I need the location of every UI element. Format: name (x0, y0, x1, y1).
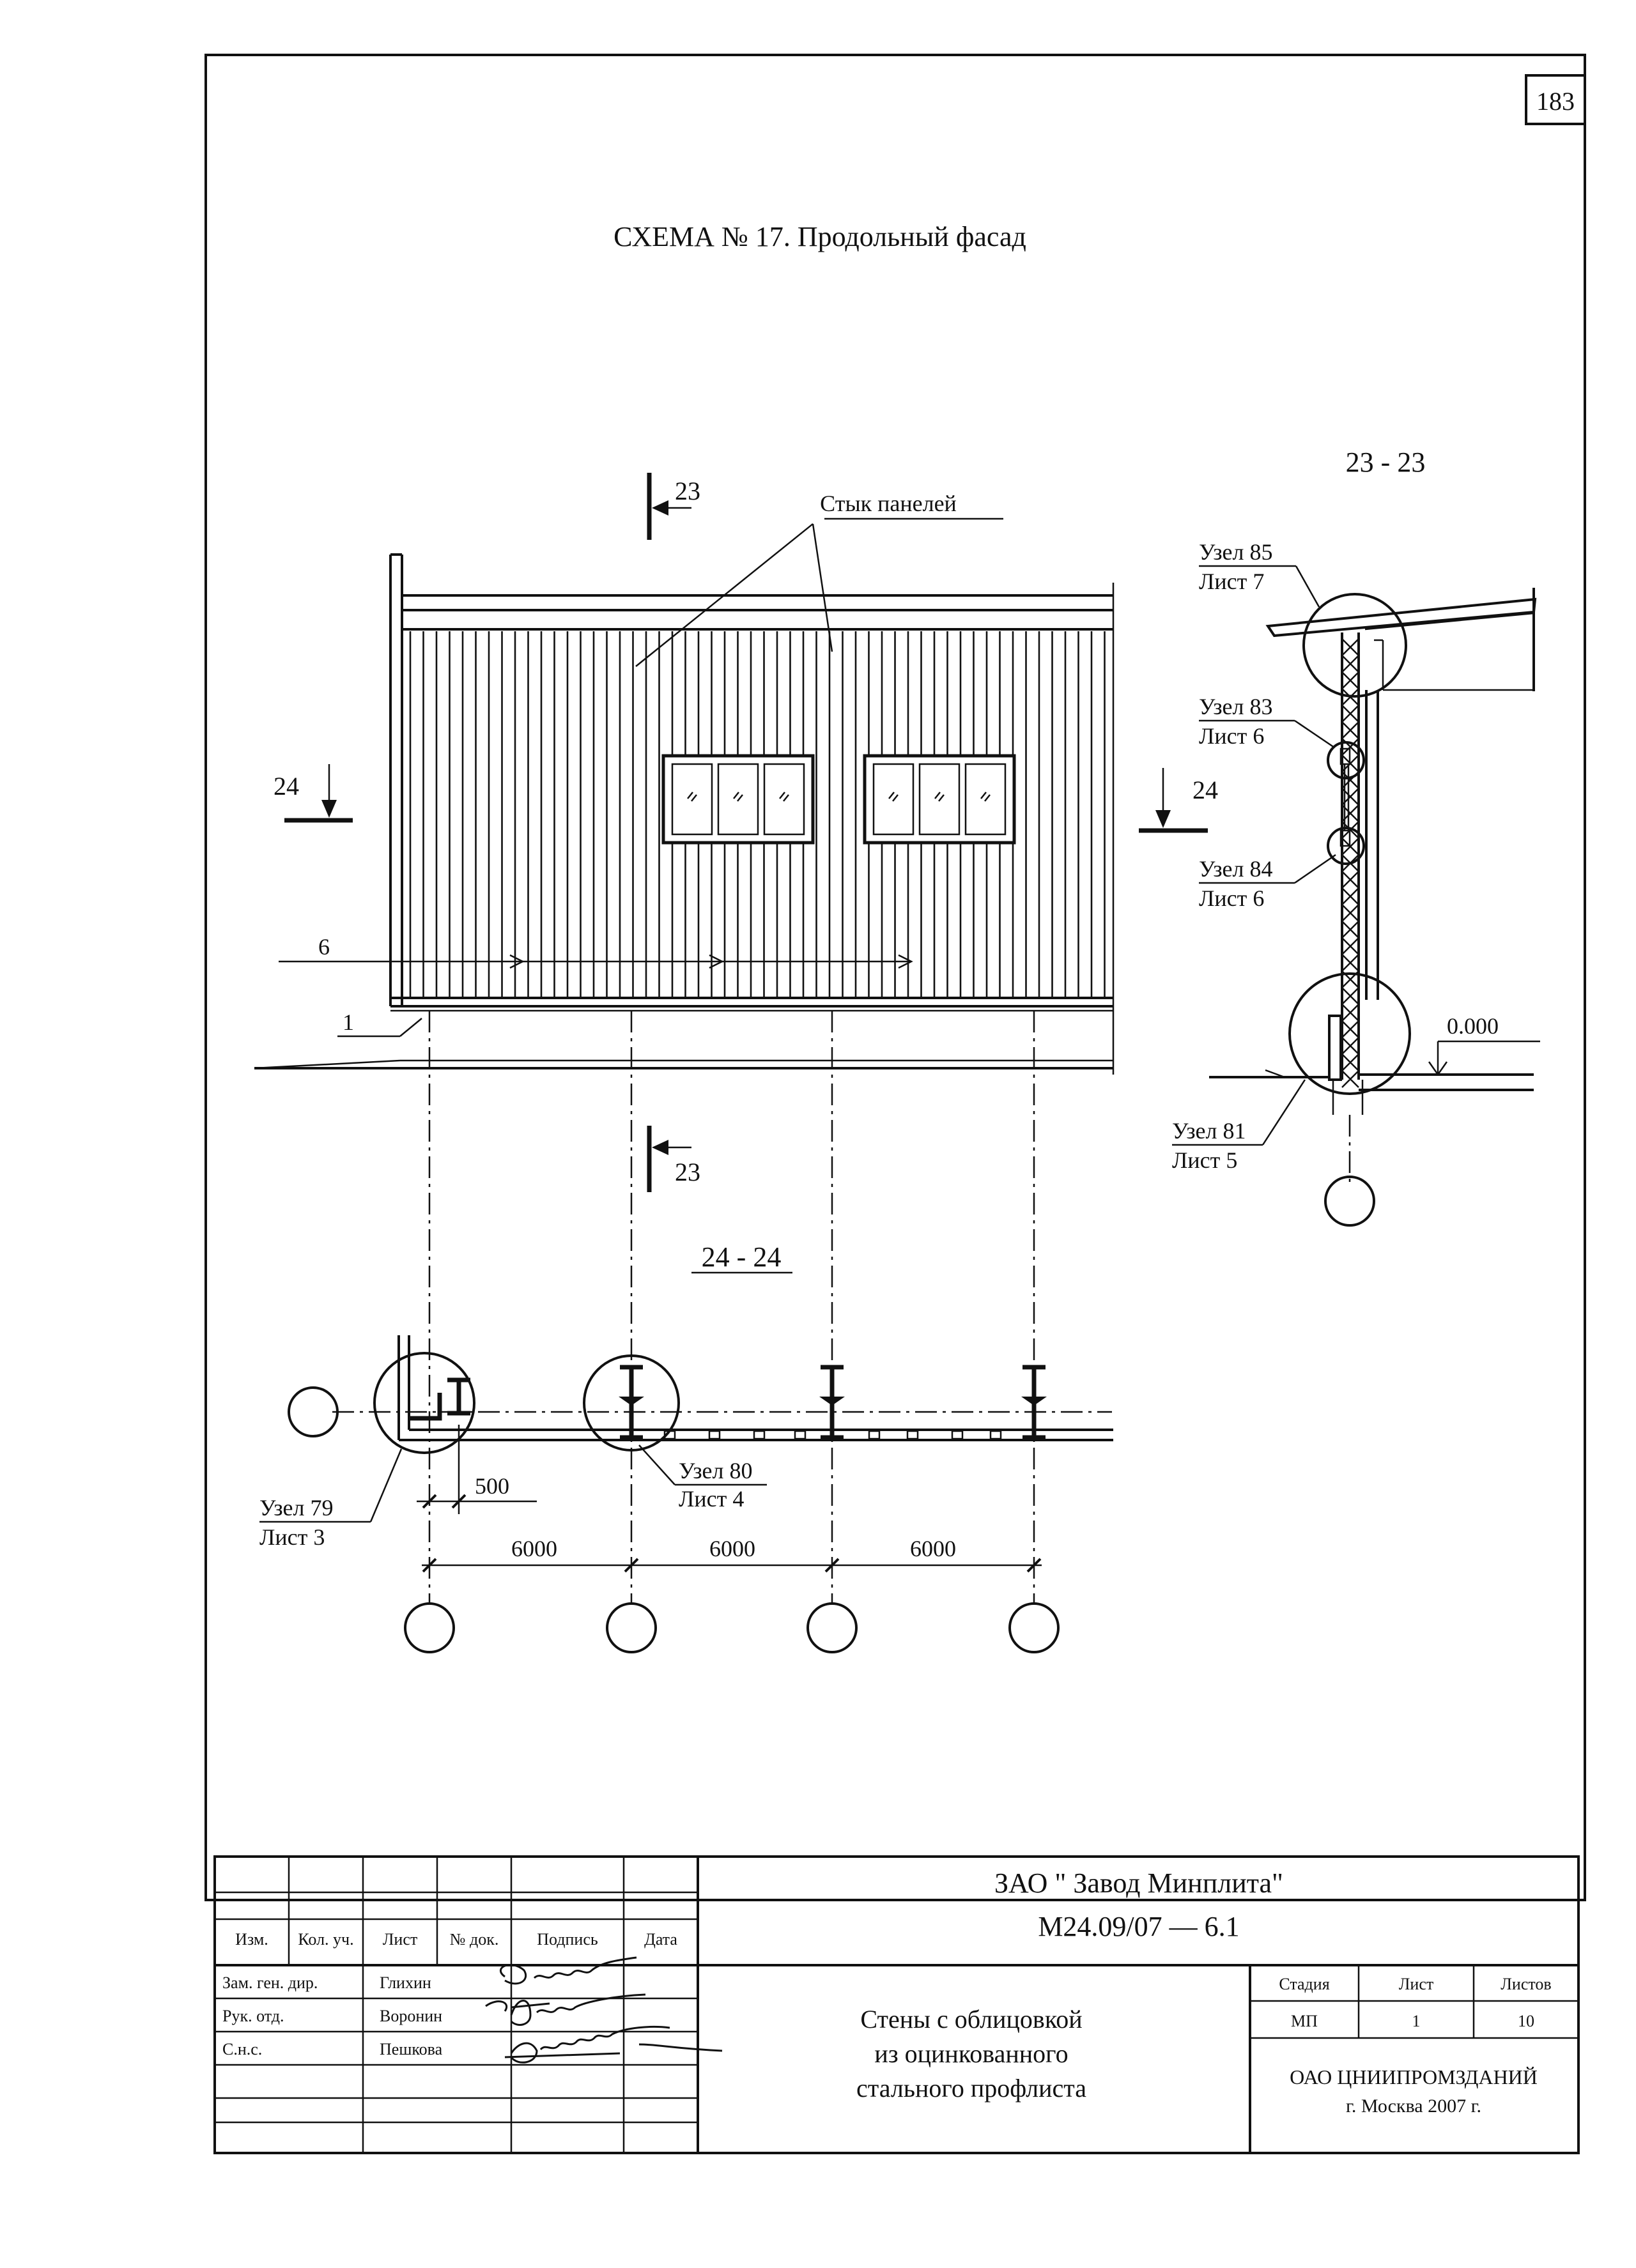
dimension-500: 500 (417, 1425, 537, 1514)
node-84-label: Узел 84 Лист 6 (1199, 854, 1336, 911)
wall-section-23-23 (1209, 588, 1537, 1227)
signatures (485, 1956, 723, 2064)
grid-axis-lines (428, 1011, 1035, 1604)
dimension-spans: 6000 6000 6000 (422, 1536, 1042, 1573)
title-block (213, 1855, 1580, 2154)
company-name: ЗАО " Завод Минплита" (994, 1867, 1283, 1899)
sheet-header: Лист (1399, 1975, 1433, 1993)
th-izm: Изм. (235, 1930, 268, 1949)
svg-text:23: 23 (675, 1158, 700, 1186)
svg-text:Узел 79: Узел 79 (259, 1495, 334, 1521)
panel-joint-label: Стык панелей (820, 491, 957, 516)
svg-text:23: 23 (675, 477, 700, 505)
role-3: С.н.с. (222, 2040, 262, 2058)
sheets-value: 10 (1518, 2012, 1534, 2030)
section-24-24-title: 24 - 24 (702, 1241, 782, 1273)
sheet-title: СХЕМА № 17. Продольный фасад (614, 221, 1026, 252)
section-mark-23-bottom: 23 (647, 1126, 700, 1192)
svg-text:Узел 85: Узел 85 (1199, 539, 1273, 565)
role-1: Зам. ген. дир. (222, 1973, 318, 1992)
organization: ОАО ЦНИИПРОМЗДАНИЙ (1290, 2065, 1538, 2088)
svg-text:1: 1 (343, 1009, 354, 1035)
node-85-label: Узел 85 Лист 7 (1199, 539, 1320, 608)
sheets-header: Листов (1501, 1975, 1551, 1993)
section-23-23-title: 23 - 23 (1346, 447, 1426, 478)
node-79-label: Узел 79 Лист 3 (259, 1448, 403, 1550)
stage-value: МП (1291, 2012, 1318, 2030)
span-2: 6000 (709, 1536, 755, 1561)
page-number-box (1525, 74, 1586, 125)
svg-text:Узел 83: Узел 83 (1199, 694, 1273, 719)
th-kol-uch: Кол. уч. (298, 1930, 353, 1949)
svg-text:500: 500 (475, 1473, 509, 1499)
svg-text:Узел 81: Узел 81 (1172, 1118, 1246, 1144)
svg-text:Узел 84: Узел 84 (1199, 856, 1273, 882)
svg-text:Лист 6: Лист 6 (1199, 723, 1264, 749)
description-line-3: стального профлиста (856, 2074, 1086, 2103)
th-signature: Подпись (537, 1930, 598, 1949)
marker-6: 6 (279, 934, 913, 969)
corrugated-sheet-ribs (409, 631, 1106, 997)
section-mark-23-top: 23 (647, 473, 700, 540)
grid-axis-bubbles (404, 1602, 1060, 1653)
node-81-label: Узел 81 Лист 5 (1172, 1079, 1306, 1173)
facade-elevation (254, 553, 1115, 1075)
node-83-label: Узел 83 Лист 6 (1199, 694, 1335, 749)
span-3: 6000 (910, 1536, 956, 1561)
span-1: 6000 (511, 1536, 557, 1561)
svg-text:Лист 7: Лист 7 (1199, 569, 1264, 594)
section-mark-24-left: 24 (274, 764, 353, 823)
role-2: Рук. отд. (222, 2007, 284, 2025)
node-80-label: Узел 80 Лист 4 (638, 1444, 767, 1512)
level-mark: 0.000 (1428, 1013, 1540, 1077)
svg-text:Лист 5: Лист 5 (1172, 1147, 1237, 1173)
svg-text:24: 24 (1192, 776, 1218, 804)
svg-text:24: 24 (274, 772, 299, 801)
city-year: г. Москва 2007 г. (1346, 2096, 1481, 2117)
svg-text:Узел 80: Узел 80 (679, 1458, 753, 1483)
svg-text:6: 6 (318, 934, 330, 960)
description-line-1: Стены с облицовкой (860, 2005, 1082, 2034)
name-1: Глихин (380, 1973, 431, 1992)
svg-text:Лист 4: Лист 4 (679, 1486, 744, 1512)
description-line-2: из оцинкованного (874, 2039, 1068, 2068)
page-number: 183 (1536, 87, 1575, 116)
document-code: М24.09/07 — 6.1 (1038, 1911, 1239, 1942)
svg-text:Лист 6: Лист 6 (1199, 885, 1264, 911)
window-glass-marks (687, 792, 991, 802)
th-doc: № док. (450, 1930, 499, 1949)
sheet-value: 1 (1412, 2012, 1421, 2030)
plan-section-24-24 (288, 1335, 1113, 1454)
svg-text:0.000: 0.000 (1447, 1013, 1499, 1039)
marker-1: 1 (337, 1009, 422, 1038)
name-2: Воронин (380, 2007, 442, 2025)
th-list: Лист (383, 1930, 417, 1949)
svg-text:Лист 3: Лист 3 (259, 1524, 325, 1550)
th-date: Дата (644, 1930, 677, 1949)
stage-header: Стадия (1279, 1975, 1329, 1993)
section-mark-24-right: 24 (1139, 768, 1218, 833)
sheet-frame (204, 54, 1586, 1901)
name-3: Пешкова (380, 2040, 443, 2058)
